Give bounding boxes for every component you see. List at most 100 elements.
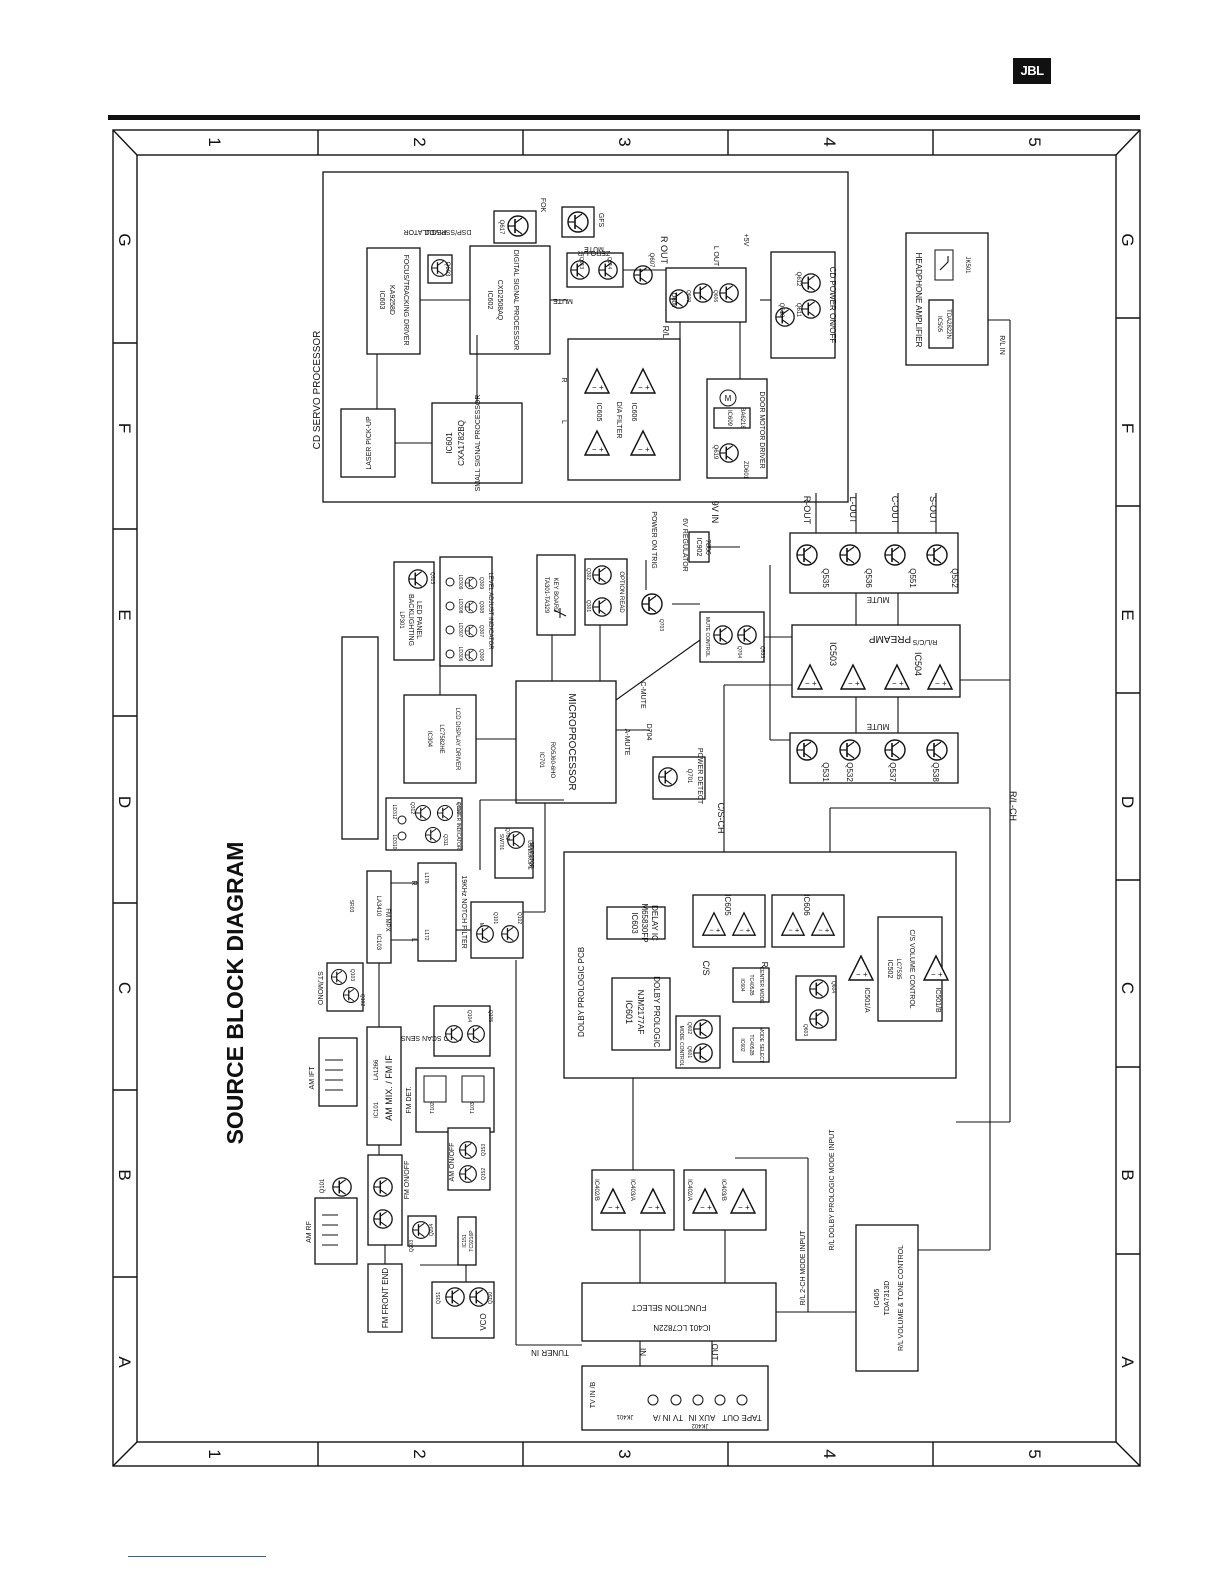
q601-transistor-icon bbox=[693, 1043, 713, 1063]
q701-transistor-icon bbox=[658, 767, 678, 787]
grid-row-c-right: C bbox=[1118, 982, 1137, 994]
q703-label: Q703 bbox=[658, 619, 664, 631]
q101-label: Q101 bbox=[320, 1178, 326, 1193]
dolby-mode-input-label: R/L DOLBY PROLOGIC MODE INPUT bbox=[829, 1129, 836, 1251]
q613-label: Q613 bbox=[578, 257, 584, 269]
jbl-logo: JBL bbox=[1013, 58, 1051, 84]
delay-ic-label: DELAY IC bbox=[650, 905, 659, 941]
q601-label: Q601 bbox=[686, 1046, 692, 1058]
ld309-led-icon bbox=[445, 577, 455, 587]
ic601-cd-block bbox=[431, 402, 523, 484]
delay-ic-block bbox=[606, 906, 666, 940]
ic701-label: IC701 bbox=[538, 752, 544, 769]
q532-label: Q532 bbox=[845, 762, 854, 782]
rf-amp-transistor-b-icon bbox=[373, 1209, 393, 1229]
grid-row-d-right: D bbox=[1118, 796, 1137, 808]
grid-row-e-right: E bbox=[1118, 609, 1137, 620]
q101-transistor-icon bbox=[332, 1177, 352, 1197]
sr03-label: SR03 bbox=[348, 900, 354, 913]
ninev-in-label: 9V IN bbox=[710, 501, 720, 524]
grid-row-c-left: C bbox=[115, 982, 134, 994]
da-filter-block bbox=[567, 338, 681, 481]
dsp-vcc-label: DSP/SSP VCC bbox=[425, 228, 472, 235]
ic604-label: IC604 bbox=[739, 978, 745, 992]
grid-col-2-bottom: 2 bbox=[410, 1449, 429, 1458]
l-out2-label: L-OUT bbox=[848, 497, 858, 525]
q105-label: Q105 bbox=[487, 1010, 493, 1022]
jk402-label: JK402 bbox=[691, 1422, 709, 1428]
header-rule bbox=[108, 115, 1140, 120]
q607-transistor-icon bbox=[633, 265, 653, 285]
ic606-dolby-label: IC606 bbox=[802, 894, 811, 916]
q152-label: Q152 bbox=[481, 1168, 487, 1180]
notch-label: 19KHz NOTCH FILTER bbox=[460, 875, 467, 948]
q150-label: Q150 bbox=[488, 1292, 494, 1304]
q302-transistor-icon bbox=[592, 565, 612, 585]
q533-label: Q533 bbox=[759, 646, 765, 658]
ic402b-label: IC402/B bbox=[593, 1179, 599, 1201]
ic604-block bbox=[732, 967, 770, 1003]
power-detect-label: POWER DETECT bbox=[696, 748, 703, 805]
q606-transistor-icon bbox=[719, 283, 739, 303]
st-mono-label: ST./MONO bbox=[316, 971, 323, 1005]
q536-label: Q536 bbox=[864, 568, 873, 588]
da-filter-label: D/A FILTER bbox=[615, 402, 622, 439]
q312-transistor-icon bbox=[414, 804, 432, 822]
q203-label: Q203 bbox=[409, 1240, 415, 1252]
input-section: IC402/B IC403/A IC402/A IC403/B R/L DOLB… bbox=[531, 1129, 919, 1431]
ic602-dolby-label: IC602 bbox=[739, 1038, 745, 1052]
fm-mpx-label: FM MPX bbox=[384, 908, 390, 931]
ic601-dolby-block bbox=[611, 977, 671, 1051]
q531-label: Q531 bbox=[821, 762, 830, 782]
cd-servo-label: CD SERVO PROCESSOR bbox=[312, 331, 323, 450]
q602-transistor-icon bbox=[693, 1019, 713, 1039]
grid-row-f-right: F bbox=[1118, 423, 1137, 433]
headphone-section: HEADPHONE AMPLIFIER IC505 TDA2822N JK501… bbox=[905, 232, 1005, 366]
door-motor-label: DOOR MOTOR DRIVER bbox=[758, 391, 765, 468]
q151-transistor-icon bbox=[445, 1287, 465, 1307]
q101t-transistor-icon bbox=[475, 925, 495, 943]
q104-transistor-icon bbox=[444, 1024, 464, 1044]
ta301-label: TA301-TA329 bbox=[543, 577, 549, 614]
rl-in-label: R/L IN bbox=[998, 335, 1005, 355]
us-europe-label: US/EUROPE bbox=[526, 840, 532, 870]
microprocessor-block bbox=[515, 680, 617, 804]
ic151-part: TC9216P bbox=[469, 1230, 475, 1252]
ic403a-label: IC403/A bbox=[629, 1179, 635, 1201]
ic103-part: LA3410 bbox=[375, 896, 381, 917]
rf-amp-transistor-a-icon bbox=[373, 1177, 393, 1197]
q306-transistor-icon bbox=[464, 648, 478, 662]
hp-amp-label: HEADPHONE AMPLIFIER bbox=[914, 253, 923, 348]
grid-col-4-bottom: 4 bbox=[820, 1449, 839, 1458]
ic606-dolby-block bbox=[771, 894, 845, 948]
regulator-label: REGULATOR bbox=[404, 228, 447, 235]
ic609-part: BA6218 bbox=[739, 407, 745, 429]
ic602-dolby-block bbox=[732, 1027, 770, 1063]
a-mute-label: A-MUTE bbox=[623, 729, 630, 756]
lcd-panel bbox=[341, 636, 379, 840]
mute-control-label: MUTE CONTROL bbox=[704, 617, 710, 657]
grid-row-d-left: D bbox=[115, 796, 134, 808]
q152-transistor-icon bbox=[458, 1164, 478, 1184]
grid-row-g-right: G bbox=[1118, 233, 1137, 246]
selector-label: SELECTOR bbox=[528, 842, 534, 869]
q701-label: Q701 bbox=[686, 769, 692, 784]
q617-transistor-icon bbox=[507, 215, 529, 237]
footer-link-underline[interactable] bbox=[128, 1556, 266, 1557]
function-select-label: FUNCTION SELECT bbox=[632, 1303, 707, 1312]
grid-col-3-bottom: 3 bbox=[615, 1449, 634, 1458]
q537-transistor-icon bbox=[884, 739, 906, 761]
ic304-block bbox=[403, 694, 477, 784]
ld306-label: LD306 bbox=[457, 647, 463, 662]
signal-wiring bbox=[376, 269, 1011, 1366]
ic504-label: IC504 bbox=[913, 652, 923, 676]
q603-dolby-label: Q603 bbox=[802, 1024, 808, 1036]
cs-volume-label: C/S VOLUME CONTROL bbox=[908, 929, 915, 1008]
q536-transistor-icon bbox=[839, 544, 861, 566]
fm-onoff-label: FM ON/OFF bbox=[404, 1161, 411, 1200]
l-out-label: L OUT bbox=[712, 246, 719, 267]
control-section: LP301 BACKLIGHTING LED PANEL Q313 LD306 … bbox=[341, 496, 1018, 879]
plus5v-label: +5V bbox=[742, 234, 749, 247]
q301-transistor-icon bbox=[592, 597, 612, 617]
